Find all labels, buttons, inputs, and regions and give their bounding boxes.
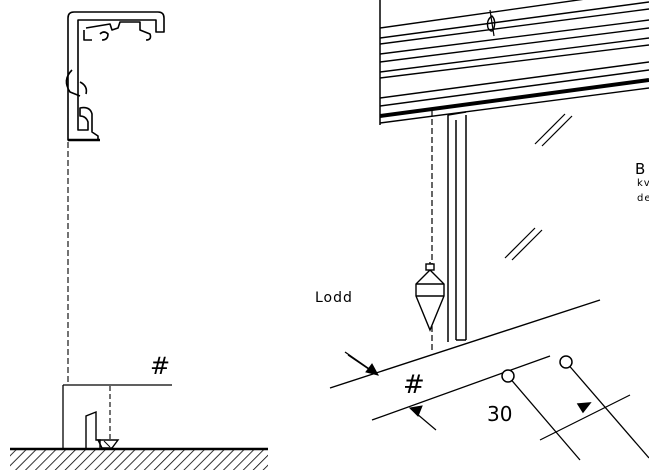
distance-label: 30 <box>487 402 513 426</box>
hole-marker-1 <box>501 369 515 383</box>
ceiling-rail <box>379 0 649 125</box>
plumb-bob <box>415 262 445 332</box>
note-heading: B <box>635 160 646 178</box>
note-line-2: de <box>637 193 649 204</box>
hole-markers <box>501 355 649 461</box>
hole-marker-2 <box>559 355 573 369</box>
glass-reflection-marks <box>504 113 573 261</box>
guide-profile-left <box>85 410 120 449</box>
note-line-1: kv <box>637 178 649 189</box>
plumb-label: Lodd <box>315 290 353 306</box>
gap-label-left: # <box>150 352 171 380</box>
gap-dimension-left <box>62 384 172 448</box>
floor-left <box>10 447 268 470</box>
rail-profile-section <box>65 11 165 142</box>
floor-right <box>329 299 601 431</box>
gap-label-right: # <box>403 370 425 400</box>
